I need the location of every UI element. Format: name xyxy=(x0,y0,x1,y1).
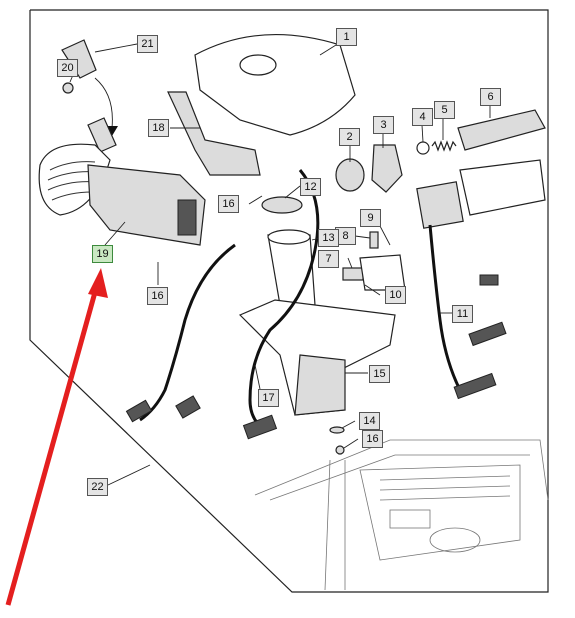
wiring-harness-mid xyxy=(248,169,320,432)
pin-part xyxy=(369,231,379,249)
wiring-harness-left xyxy=(139,243,236,422)
connector-right-c xyxy=(479,274,499,286)
callout-15: 15 xyxy=(369,365,390,383)
module-bracket xyxy=(459,159,546,216)
callout-3: 3 xyxy=(373,116,394,134)
callout-18: 18 xyxy=(148,119,169,137)
callout-9: 9 xyxy=(360,209,381,227)
pointer-arrowhead xyxy=(88,268,108,298)
diagram-frame xyxy=(29,9,549,593)
callout-5: 5 xyxy=(434,101,455,119)
spring-part xyxy=(431,140,457,152)
control-module xyxy=(416,181,464,229)
callout-20: 20 xyxy=(57,59,78,77)
connector-mid xyxy=(242,414,278,440)
callout-13: 13 xyxy=(318,229,339,247)
screw-part xyxy=(62,82,74,94)
console-housing xyxy=(87,164,206,246)
callout-4: 4 xyxy=(412,108,433,126)
assembly-arrow xyxy=(94,77,113,129)
cover-opening xyxy=(239,54,277,76)
dashboard-panel xyxy=(254,439,549,591)
lever-knob xyxy=(87,117,117,153)
connector-left-b xyxy=(175,395,201,419)
callout-17: 17 xyxy=(258,389,279,407)
callout-22: 22 xyxy=(87,478,108,496)
callout-16-a: 16 xyxy=(218,195,239,213)
callout-7: 7 xyxy=(318,250,339,268)
rotary-switch-part xyxy=(335,158,365,192)
callout-2: 2 xyxy=(339,128,360,146)
bottom-washer xyxy=(329,426,345,434)
callout-11: 11 xyxy=(452,305,473,323)
callout-16-c: 16 xyxy=(362,430,383,448)
bracket-part xyxy=(359,254,406,291)
connector-left-a xyxy=(125,399,153,423)
ring-part xyxy=(261,196,303,214)
column-top xyxy=(267,229,311,245)
callout-6: 6 xyxy=(480,88,501,106)
callout-16-b: 16 xyxy=(147,287,168,305)
housing-bracket xyxy=(177,199,197,236)
top-cover-part xyxy=(194,34,356,136)
callout-21: 21 xyxy=(137,35,158,53)
base-housing-side xyxy=(294,354,346,416)
callout-1: 1 xyxy=(336,28,357,46)
callout-12: 12 xyxy=(300,178,321,196)
washer-part xyxy=(416,141,430,155)
leader-lines xyxy=(69,43,491,486)
handle-grip-part xyxy=(457,109,546,151)
switch-cam-part xyxy=(371,144,403,193)
callout-19: 19 xyxy=(92,245,113,263)
clip-part xyxy=(342,267,364,281)
connector-right-b xyxy=(453,372,497,400)
callout-10: 10 xyxy=(385,286,406,304)
connector-right-a xyxy=(468,321,507,347)
wiring-harness-right xyxy=(428,224,462,391)
pointer-arrow-shaft xyxy=(5,284,100,606)
bottom-bolt xyxy=(335,445,345,455)
column-tube-part xyxy=(267,234,316,306)
callout-14: 14 xyxy=(359,412,380,430)
switch-part xyxy=(167,91,261,176)
